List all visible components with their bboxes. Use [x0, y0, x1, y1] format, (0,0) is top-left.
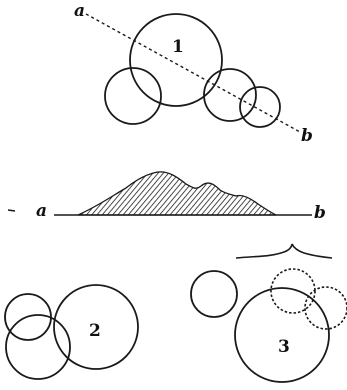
figure-1-label-a: a: [74, 1, 85, 21]
crater-1-left: [104, 67, 162, 125]
crater-1-right-small: [239, 86, 281, 128]
figure-2: 2: [4, 284, 139, 380]
figure-2-number: 2: [89, 321, 101, 341]
section-profile: a b: [7, 171, 326, 223]
figure-1-label-b: b: [301, 126, 313, 146]
crater-3-isolated: [190, 270, 238, 318]
crater-3-large: [234, 287, 330, 383]
crater-2-lower-left: [5, 314, 71, 380]
crater-1-large: [129, 13, 223, 107]
section-label-b: b: [314, 203, 326, 223]
figure-3: 3: [190, 243, 347, 383]
crater-3-top: [270, 268, 316, 314]
crater-2-large: [53, 284, 139, 370]
bracket-mark: [235, 243, 333, 259]
crater-3-right: [304, 286, 347, 330]
section-label-a: a: [36, 201, 47, 221]
mountain-profile: [77, 171, 277, 216]
figure-3-number: 3: [278, 337, 290, 357]
figure-1-number: 1: [172, 37, 184, 57]
crater-1-right-mid: [203, 68, 257, 122]
figure-1: a b 1: [74, 1, 313, 146]
section-tick-left: [7, 209, 16, 212]
section-line-ab: [85, 13, 301, 133]
crater-2-upper-left: [4, 293, 52, 341]
